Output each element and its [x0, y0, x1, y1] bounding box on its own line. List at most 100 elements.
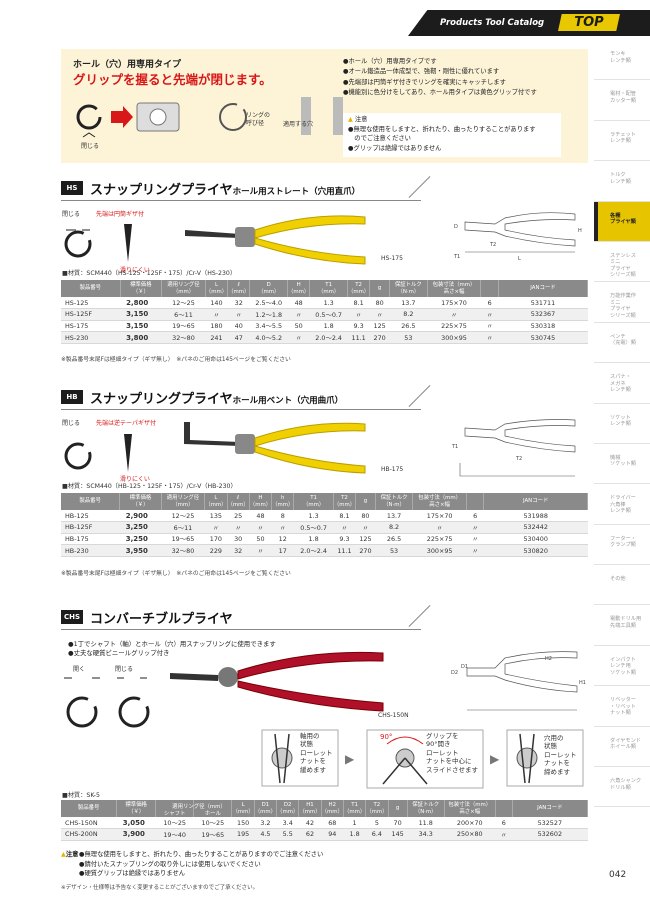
table-cell: HS-230	[61, 331, 121, 344]
table-cell: 94	[321, 828, 344, 841]
table-cell: 80	[369, 297, 390, 310]
sidebar-item[interactable]: 電材・配管 カッター類	[594, 80, 650, 121]
column-header: 製品番号	[61, 800, 118, 817]
close-label: 閉じる	[115, 666, 134, 673]
table-cell: 125	[355, 533, 376, 546]
svg-text:D1: D1	[461, 664, 468, 670]
caution-box: ▲ 注意 ●無理な使用をしますと、折れたり、曲ったりすることがあります のでご注…	[343, 113, 561, 157]
table-cell: 〃	[480, 308, 499, 321]
column-header: h （mm）	[271, 493, 295, 510]
arrow-right-icon: ▶	[490, 752, 500, 766]
table-cell: 3.4〜5.5	[249, 320, 288, 333]
chs-ring-illustration	[64, 677, 150, 728]
column-header: 標準価格 （￥）	[116, 800, 157, 817]
sidebar-item[interactable]: ダイヤモンド ホイール類	[594, 727, 650, 768]
table-cell: 1	[343, 817, 366, 830]
column-header: H （mm）	[249, 493, 273, 510]
sidebar-item[interactable]: 電動ドリル用 先端工具類	[594, 605, 650, 646]
table-cell: 4.5	[254, 828, 277, 841]
sidebar-item[interactable]: 六角シャンク ドリル類	[594, 767, 650, 808]
sidebar-item[interactable]: ドライバー 六角棒 レンチ類	[594, 484, 650, 525]
open-label: 開く	[73, 666, 86, 673]
sidebar-item[interactable]: モンキ レンチ類	[594, 40, 650, 81]
intro-panel: ホール（穴）用専用タイプ グリップを握ると先端が閉じます。 閉じる リングの 呼…	[61, 49, 588, 163]
sidebar-item[interactable]: ステンレス ミニ プライヤ シリーズ類	[594, 242, 650, 283]
close-label: 閉じる	[81, 143, 100, 150]
chs-bullet: ●丈夫な硬質ビニールグリップ付き	[68, 649, 170, 657]
column-header: g	[355, 493, 376, 510]
sidebar-item[interactable]: フーター・ クランプ類	[594, 525, 650, 566]
table-cell: 19〜40	[155, 828, 194, 841]
table-cell: 532367	[498, 308, 588, 321]
warning-icon: ▲	[348, 116, 353, 123]
table-cell: 530745	[498, 331, 588, 344]
hs-plier-photo	[185, 215, 366, 265]
section-title: コンバーチブルプライヤ	[90, 612, 233, 627]
svg-text:H2: H2	[545, 656, 552, 662]
intro-bullet: ●機能別に色分けをしてあり、ホール用タイプは黄色グリップ付です	[343, 88, 537, 96]
column-header: 標準価格 （￥）	[119, 493, 162, 510]
chs-bullets: ●1丁でシャフト（軸）とホール（穴）用スナップリングに使用できます ●丈夫な硬質…	[68, 640, 276, 658]
table-cell: 6	[480, 297, 499, 310]
ring-diameter-label: リングの 呼び径	[246, 112, 271, 127]
sidebar-item[interactable]: 各種 プライヤ類	[594, 201, 650, 242]
svg-text:T1: T1	[453, 254, 460, 260]
table-cell: 〃	[227, 308, 250, 321]
caution-item: ●錆付いたスナップリングの取り外しには使用しないでください	[79, 860, 261, 868]
column-header: g	[388, 800, 408, 817]
brand-logo: TOP	[558, 14, 620, 31]
sidebar-item[interactable]: その他	[594, 565, 650, 606]
table-cell: 〃	[355, 521, 376, 534]
column-header: H1 （mm）	[298, 800, 322, 817]
table-cell: 13.7	[389, 297, 428, 310]
column-header: ホール	[193, 800, 233, 817]
step-3-text: 穴用の 状態 ローレット ナットを 締めます	[544, 734, 577, 776]
table-cell: 1.8	[309, 320, 348, 333]
table-cell: 17	[271, 544, 294, 557]
table-cell: 30	[227, 533, 250, 546]
section-hs: HS スナップリングプライヤホール用ストレート（穴用直爪）	[61, 176, 436, 201]
sidebar-item[interactable]: スパナ・ メガネ レンチ類	[594, 363, 650, 404]
sidebar-item[interactable]: ラチェット レンチ類	[594, 121, 650, 162]
intro-headline: グリップを握ると先端が閉じます。	[73, 72, 272, 87]
table-cell: 11.1	[347, 331, 370, 344]
svg-text:T2: T2	[515, 456, 522, 462]
table-cell: 12〜25	[161, 297, 206, 310]
table-cell: 53	[375, 544, 413, 557]
table-cell: 48	[249, 510, 272, 523]
table-cell: CHS-200N	[61, 828, 117, 841]
table-cell: 0.5〜0.7	[309, 308, 348, 321]
column-header: H （mm）	[287, 280, 311, 297]
sidebar-item[interactable]: インパクト レンチ用 ソケット類	[594, 646, 650, 687]
table-cell: 32	[227, 297, 250, 310]
column-header: L （mm）	[231, 800, 255, 817]
table-cell: CHS-150N	[61, 817, 117, 830]
table-cell: 270	[369, 331, 390, 344]
sidebar-item[interactable]: リベッター ・リベット ナット類	[594, 686, 650, 727]
table-cell: 12	[271, 533, 294, 546]
step-diagram-2	[366, 729, 484, 789]
column-header: 保証トルク （N·m）	[407, 800, 445, 817]
table-cell: HS-125	[61, 297, 121, 310]
table-cell: 125	[369, 320, 390, 333]
sidebar-item[interactable]: ペンチ （充電）類	[594, 323, 650, 364]
table-cell: 26.5	[375, 533, 413, 546]
table-cell: 3.4	[276, 817, 299, 830]
table-cell: 175×70	[412, 510, 467, 523]
sidebar-item[interactable]: ソケット レンチ類	[594, 404, 650, 444]
table-cell: 10〜25	[155, 817, 194, 830]
caution-item: ●硬質グリップは絶縁ではありません	[79, 870, 186, 878]
table-cell: 532602	[512, 828, 588, 841]
intro-bullet: ●先端部は円筒ギザ付きでリングを確実にキャッチします	[343, 78, 506, 86]
sidebar-item[interactable]: 万能作業作 ミニ プライヤ シリーズ類	[594, 282, 650, 323]
sidebar-item[interactable]: 機械 ソケット類	[594, 444, 650, 485]
material-note: ■材質：SCM440（HB-125・125F・175）/Cr-V（HB-230）	[62, 483, 237, 490]
column-header: 包装寸法（mm） 高さ×幅	[444, 800, 496, 817]
table-cell: 〃	[466, 533, 484, 546]
svg-text:D2: D2	[451, 670, 458, 676]
column-header: T1 （mm）	[309, 280, 348, 297]
section-tag: CHS	[61, 610, 83, 624]
column-header	[480, 280, 499, 297]
sidebar-item[interactable]: トルク レンチ類	[594, 161, 650, 202]
section-title: スナップリングプライヤホール用ベント（穴用曲爪）	[90, 392, 344, 407]
